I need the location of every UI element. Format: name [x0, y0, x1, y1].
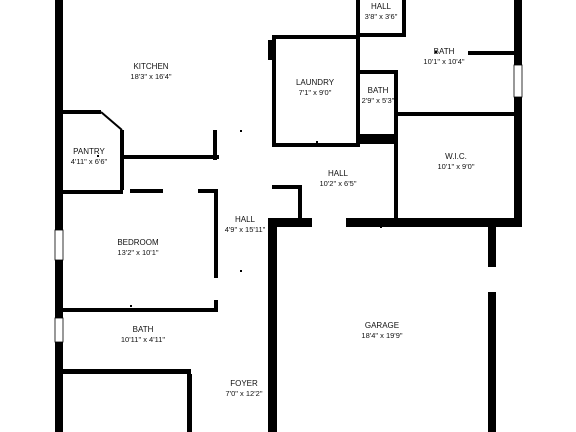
label-pantry-name: PANTRY [73, 147, 105, 156]
window-bath-top [513, 64, 523, 98]
tick-marks [97, 37, 454, 307]
wall-laundry-left [272, 35, 276, 145]
wall-hall-left-top [268, 40, 272, 60]
label-hall-mid-name: HALL [328, 169, 349, 178]
label-pantry-dims: 4'11" x 6'6" [71, 157, 108, 166]
label-laundry-name: LAUNDRY [296, 78, 335, 87]
label-bath-low-dims: 10'11" x 4'11" [121, 335, 166, 344]
wall-garage-right-low [488, 292, 496, 432]
wall-pantry-right [120, 130, 124, 190]
wall-laundry-right [356, 35, 360, 147]
wall-bedroom-top [130, 189, 163, 193]
wall-bath-right [187, 374, 192, 432]
label-foyer-name: FOYER [230, 379, 258, 388]
label-wic-name: W.I.C. [445, 152, 467, 161]
label-laundry-dims: 7'1" x 9'0" [299, 88, 332, 97]
wall-hall-left-stub [213, 130, 217, 160]
opening-hall [268, 190, 272, 218]
wall-bath-wic [398, 112, 514, 116]
wall-small-bath-right [394, 70, 398, 150]
wall-bath-top-stub [468, 51, 518, 55]
label-garage-dims: 18'4" x 19'9" [361, 331, 402, 340]
wall-exterior-right-top [514, 0, 522, 225]
label-bedroom-name: BEDROOM [117, 238, 159, 247]
wall-top-hall-right [402, 0, 406, 37]
label-bath-top-name: BATH [434, 47, 455, 56]
wall-pantry-top [63, 110, 101, 114]
wall-laundry-bottom [272, 143, 360, 147]
label-hall-left-name: HALL [235, 215, 256, 224]
wall-garage-right [488, 227, 496, 267]
wall-pantry-bottom [63, 190, 123, 194]
wall-bedroom-top-right [198, 189, 218, 193]
room-labels: KITCHEN 18'3" x 16'4" PANTRY 4'11" x 6'6… [71, 2, 475, 398]
wall-hall-closet-top [272, 185, 302, 189]
wall-bedroom-bottom [63, 308, 217, 312]
label-bath-small-name: BATH [368, 86, 389, 95]
wall-bath-bottom [63, 369, 191, 374]
pantry-door-angle [100, 111, 123, 131]
wall-bedroom-right [214, 193, 218, 278]
wall-wic-left [394, 150, 398, 220]
label-hall-top-dims: 3'8" x 3'6" [365, 12, 398, 21]
label-bath-small-dims: 2'9" x 5'3" [362, 96, 395, 105]
label-foyer-dims: 7'0" x 12'2" [226, 389, 263, 398]
label-garage-name: GARAGE [365, 321, 399, 330]
wall-exterior-left [55, 0, 63, 432]
label-bath-low-name: BATH [133, 325, 154, 334]
label-kitchen-dims: 18'3" x 16'4" [130, 72, 171, 81]
wall-foyer-right [268, 218, 277, 432]
wall-top-hall-left [356, 0, 360, 35]
wall-small-bath-bottom [360, 134, 398, 144]
label-kitchen-name: KITCHEN [133, 62, 168, 71]
label-hall-top-name: HALL [371, 2, 392, 11]
wall-small-bath-top [360, 70, 398, 74]
wall-kitchen-counter [124, 155, 219, 159]
label-bath-top-dims: 10'1" x 10'4" [423, 57, 464, 66]
label-hall-left-dims: 4'9" x 15'11" [225, 225, 266, 234]
wall-hall-closet-right [298, 185, 302, 225]
window-bedroom [54, 229, 64, 261]
windows [54, 64, 523, 343]
label-bedroom-dims: 13'2" x 10'1" [117, 248, 158, 257]
label-hall-mid-dims: 10'2" x 6'5" [320, 179, 357, 188]
wall-garage-top-right [346, 218, 522, 227]
wall-bedroom-right-low [214, 300, 218, 312]
window-bath-lower [54, 317, 64, 343]
wall-garage-top-left [272, 218, 312, 227]
wall-top-hall-bottom [356, 33, 406, 37]
label-wic-dims: 10'1" x 9'0" [438, 162, 475, 171]
